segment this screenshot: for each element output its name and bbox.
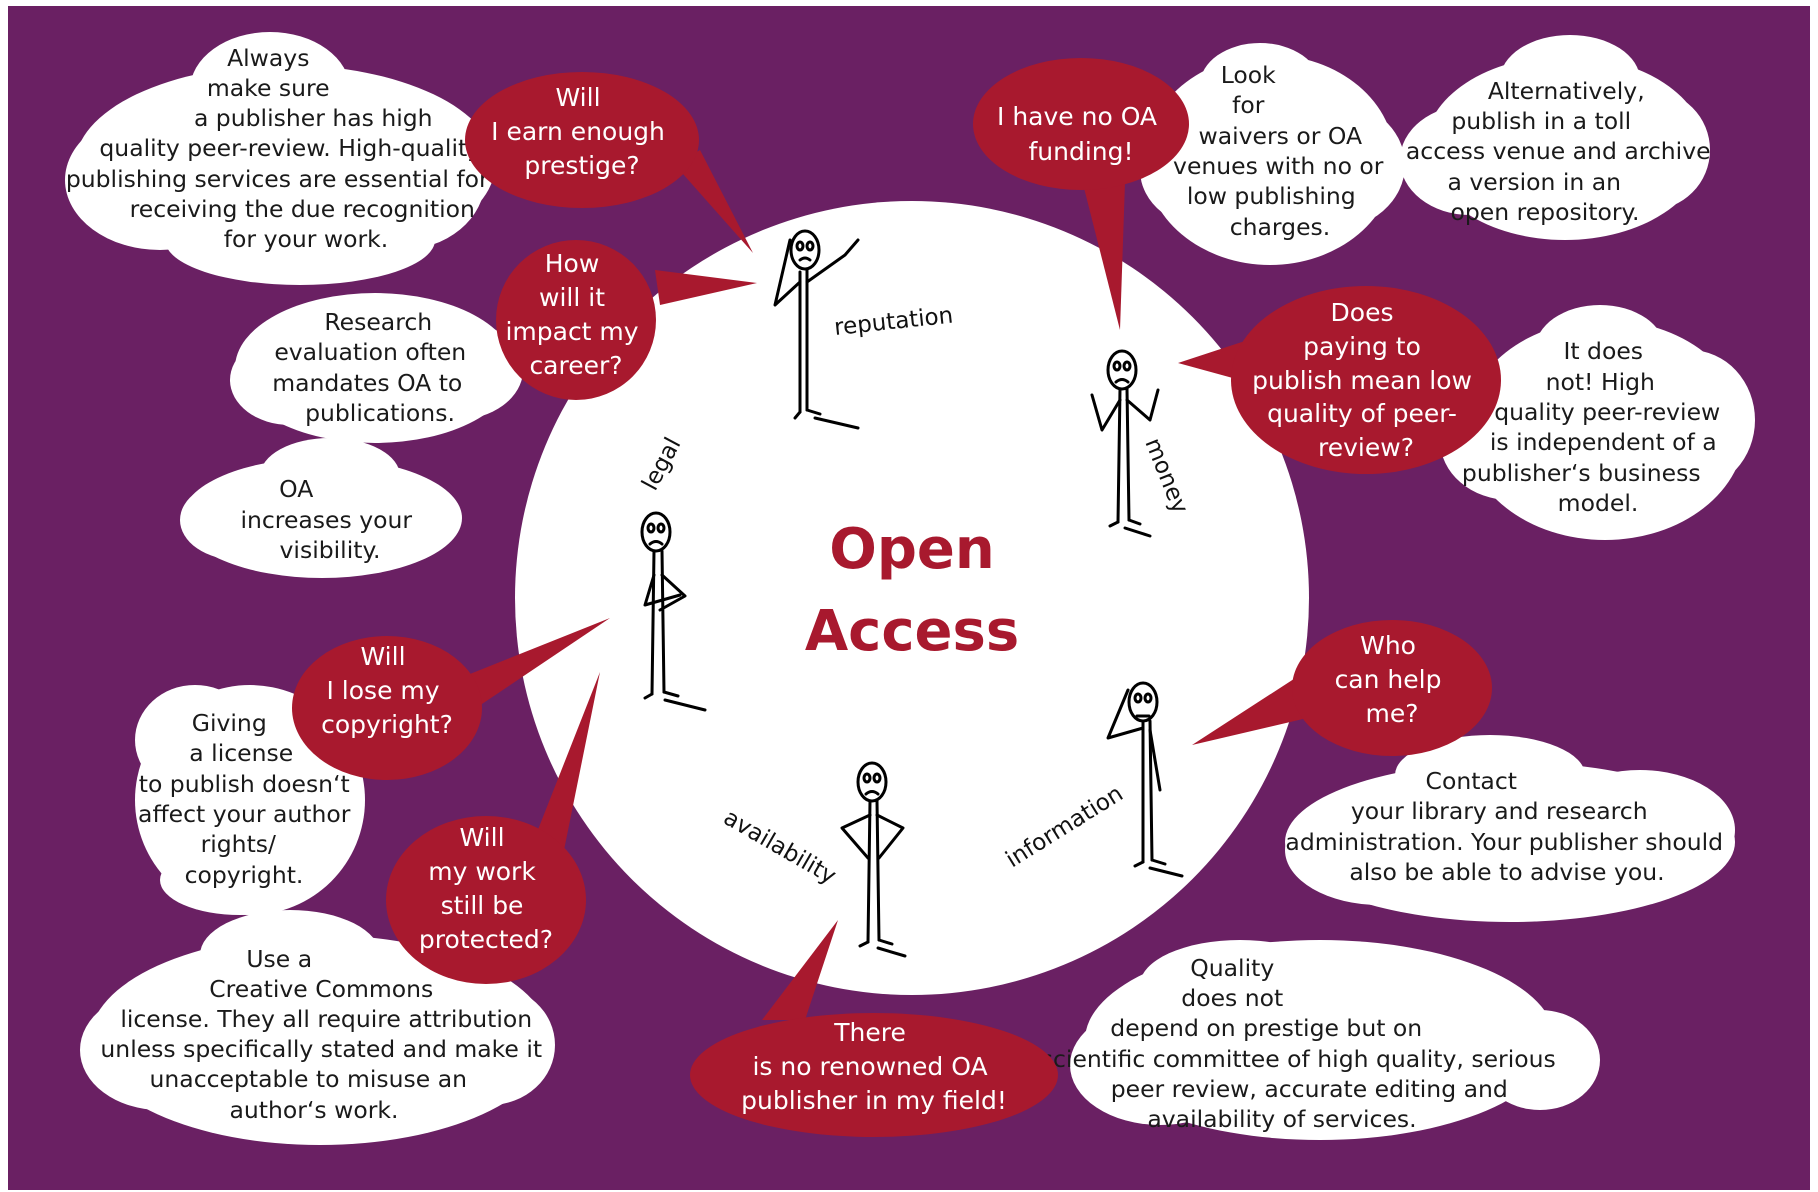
answer-text: Giving a license to publish doesn‘t affe… [138, 709, 358, 889]
answer-text: Contact your library and research admini… [1285, 767, 1730, 886]
stick-figure-information [1106, 681, 1184, 878]
question-text: Does paying to publish mean low quality … [1252, 298, 1480, 462]
answer-cloud-peer-review-quality: Always make sure a publisher has high qu… [65, 32, 496, 285]
answer-cloud-contact: Contact your library and research admini… [1285, 735, 1735, 922]
answer-text: OA increases your visibility. [240, 475, 419, 564]
answer-text: Use a Creative Commons license. They all… [100, 945, 549, 1124]
question-text: Will I lose my copyright? [321, 642, 453, 739]
answer-text: Alternatively, publish in a toll access … [1406, 77, 1718, 226]
answer-cloud-license: Giving a license to publish doesn‘t affe… [135, 685, 365, 915]
answer-text: Quality does not depend on prestige but … [1041, 954, 1563, 1133]
question-bubble-copyright: Will I lose my copyright? [292, 618, 610, 780]
question-text: How will it impact my career? [505, 249, 646, 380]
question-text: I have no OA funding! [997, 102, 1165, 166]
question-text: There is no renowned OA publisher in my … [741, 1018, 1007, 1115]
question-bubble-funding: I have no OA funding! [973, 58, 1189, 330]
answer-cloud-waivers: Look for waivers or OA venues with no or… [1140, 43, 1405, 265]
answer-text: Always make sure a publisher has high qu… [66, 44, 496, 253]
stick-figure-availability [840, 761, 907, 958]
answer-text: It does not! High quality peer-review is… [1462, 337, 1728, 517]
answer-cloud-visibility: OA increases your visibility. [180, 438, 462, 578]
question-bubble-help: Who can help me? [1192, 620, 1492, 756]
answer-cloud-creative-commons: Use a Creative Commons license. They all… [80, 910, 555, 1145]
title-open: Open [829, 517, 995, 582]
question-bubble-peer-review: Does paying to publish mean low quality … [1178, 286, 1501, 474]
answer-cloud-quality: Quality does not depend on prestige but … [1041, 940, 1600, 1140]
stick-figure-money [1090, 349, 1160, 538]
answer-text: Look for waivers or OA venues with no or… [1173, 61, 1391, 241]
stick-figure-reputation [773, 229, 860, 430]
stick-figure-legal [640, 511, 707, 712]
question-text: Will my work still be protected? [419, 823, 553, 954]
answer-cloud-toll-access: Alternatively, publish in a toll access … [1400, 35, 1718, 240]
question-text: Who can help me? [1335, 631, 1450, 728]
question-bubble-career: How will it impact my career? [496, 240, 757, 400]
question-bubble-protected: Will my work still be protected? [386, 672, 600, 984]
question-bubble-publisher: There is no renowned OA publisher in my … [690, 920, 1058, 1137]
question-text: Will I earn enough prestige? [491, 83, 673, 180]
answer-text: Research evaluation often mandates OA to… [272, 308, 473, 427]
title-access: Access [805, 599, 1019, 664]
central-circle [515, 201, 1309, 995]
question-bubble-prestige: Will I earn enough prestige? [465, 72, 753, 253]
answer-cloud-evaluation: Research evaluation often mandates OA to… [230, 293, 523, 443]
